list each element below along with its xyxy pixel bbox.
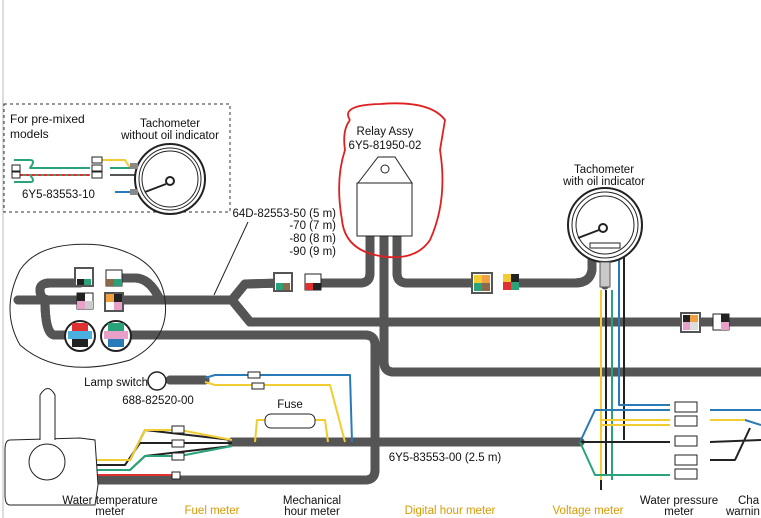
relay-part: 6Y5-81950-02 [349,140,422,152]
fuse: Fuse [254,399,329,443]
round-connector-right [100,320,132,352]
ext-line-4: -90 (9 m) [289,246,336,258]
premixed-title-2: models [10,127,49,141]
connector-left-mid [76,292,94,310]
label-mech-hour: Mechanical [283,495,341,507]
ext-line-3: -80 (8 m) [289,233,336,245]
tach-no-oil-title-1: Tachometer [140,118,200,130]
premixed-part: 6Y5-83553-10 [22,189,95,201]
connector-right-top [105,269,123,287]
label-water-temp: Water temperature [62,495,157,507]
connector-left-top [74,267,94,287]
connector-relay-left-2 [304,273,322,291]
connector-relay-right-1 [471,272,493,294]
tach-oil-title-1: Tachometer [574,164,634,176]
ext-line-2: -70 (7 m) [289,220,336,232]
round-connector-left [64,320,96,352]
connectors [64,267,730,352]
tach-oil-title-2: with oil indicator [562,176,645,188]
connector-relay-right-2 [503,274,519,290]
relay-title: Relay Assy [357,126,414,138]
lamp-switch-label: Lamp switch [84,377,148,389]
label-water-pressure-2: meter [664,506,694,518]
lamp-switch-part: 688-82520-00 [122,395,194,407]
gauge-labels: Water temperature meter Fuel meter Mecha… [62,495,760,518]
connector-far-right-1 [680,312,701,333]
label-water-temp-2: meter [95,506,125,518]
harness-tubes [13,230,761,485]
tach-no-oil-title-2: without oil indicator [120,130,219,142]
tach-oil-gauge: Tachometer with oil indicator [562,164,670,490]
connector-relay-left-1 [273,272,293,292]
label-voltage: Voltage meter [553,505,624,517]
red-highlight-circle [338,102,446,259]
lamp-switch: Lamp switch 688-82520-00 [84,371,353,443]
label-digital-hour: Digital hour meter [405,505,496,517]
harness-outline [9,243,167,368]
premixed-title-1: For pre-mixed [10,112,85,126]
premixed-box: For pre-mixed models Tachometer without … [3,103,231,215]
main-harness-label: 6Y5-83553-00 (2.5 m) [389,452,502,464]
label-fuel-meter: Fuel meter [185,505,240,517]
remote-control-box [4,388,233,506]
gauge-fanout [579,401,761,480]
label-water-pressure: Water pressure [640,495,718,507]
fuse-icon [264,413,316,429]
extension-harness-label: 64D-82553-50 (5 m) -70 (7 m) -80 (8 m) -… [213,208,336,296]
connector-right-mid [104,292,124,312]
relay-assy: Relay Assy 6Y5-81950-02 [338,102,446,259]
connector-far-right-2 [712,313,730,331]
tach-no-oil-gauge [130,143,206,215]
lamp-icon [147,371,167,391]
label-charge-warning-2: warnin [725,506,760,518]
label-charge-warning: Cha [738,495,760,507]
leader-arrow [213,221,249,296]
label-mech-hour-2: hour meter [284,506,340,518]
ext-line-1: 64D-82553-50 (5 m) [232,208,336,220]
fuse-label: Fuse [277,399,303,411]
